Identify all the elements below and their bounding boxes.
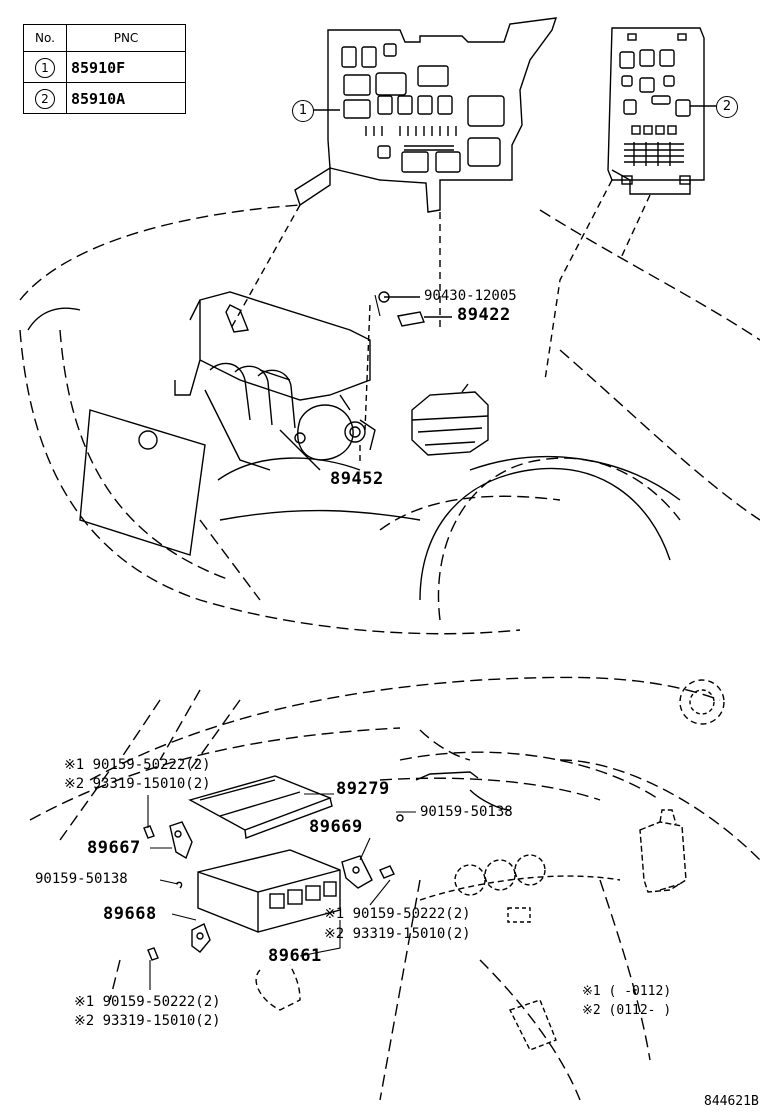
part-label-89279[interactable]: 89279 (336, 779, 390, 799)
part-label-89422[interactable]: 89422 (457, 305, 511, 325)
pnc-row-number: 2 (35, 88, 55, 109)
part-label-90159-50138-right[interactable]: 90159-50138 (420, 804, 513, 820)
part-label-90159-50138-left[interactable]: 90159-50138 (35, 871, 128, 887)
part-label-89668[interactable]: 89668 (103, 904, 157, 924)
pnc-table-header: No. PNC (23, 24, 186, 52)
dashboard-solid (255, 679, 725, 1051)
part-label-89669[interactable]: 89669 (309, 817, 363, 837)
engine-drawing (174, 291, 376, 471)
part-label-89667[interactable]: 89667 (87, 838, 141, 858)
part-label-90430-12005[interactable]: 90430-12005 (424, 288, 517, 304)
part-label-89661[interactable]: 89661 (268, 946, 322, 966)
callout-relay-block-2[interactable]: 2 (716, 96, 738, 118)
note-top-left-1: ※1 90159-50222(2) (64, 757, 211, 773)
pnc-row-number: 1 (35, 57, 55, 78)
part-label-89452[interactable]: 89452 (330, 469, 384, 489)
ecu-mount-drawing (639, 809, 687, 893)
relay-block-1-drawing (294, 17, 558, 213)
car-body-solid (27, 307, 681, 601)
pnc-header-pnc: PNC (66, 24, 186, 52)
pnc-table: No. PNC 1 85910F 2 85910A (23, 24, 186, 114)
ecu-89661-drawing (197, 849, 341, 933)
relay-block-2-drawing (607, 27, 705, 195)
pnc-row-value: 85910A (71, 89, 126, 108)
note-top-left-2: ※2 93319-15010(2) (64, 776, 211, 792)
note-mid-right-2: ※2 93319-15010(2) (324, 926, 471, 942)
sensor-leaders (359, 304, 371, 465)
pnc-header-no: No. (23, 24, 67, 52)
dashboard-drawing (29, 676, 760, 1101)
bracket-89669 (341, 855, 373, 889)
sensor-parts-drawing (378, 291, 452, 327)
note-bottom-left-1: ※1 90159-50222(2) (74, 994, 221, 1010)
pnc-row: 1 85910F (23, 51, 186, 83)
car-body-drawing (19, 204, 760, 635)
pnc-row: 2 85910A (23, 82, 186, 114)
bracket-89667 (169, 821, 193, 860)
label-leaders (147, 294, 416, 990)
cover-plate-89279 (188, 775, 333, 839)
diagram-id: 844621B (704, 1094, 759, 1109)
note-mid-right-1: ※1 90159-50222(2) (324, 906, 471, 922)
bracket-89668 (191, 923, 211, 953)
pnc-row-value: 85910F (71, 58, 126, 77)
legend-note-1: ※1 ( -0112) (582, 984, 672, 999)
legend-note-2: ※2 (0112- ) (582, 1003, 672, 1018)
note-bottom-left-2: ※2 93319-15010(2) (74, 1013, 221, 1029)
callout-relay-block-1[interactable]: 1 (292, 100, 314, 122)
air-box-drawing (411, 383, 489, 456)
